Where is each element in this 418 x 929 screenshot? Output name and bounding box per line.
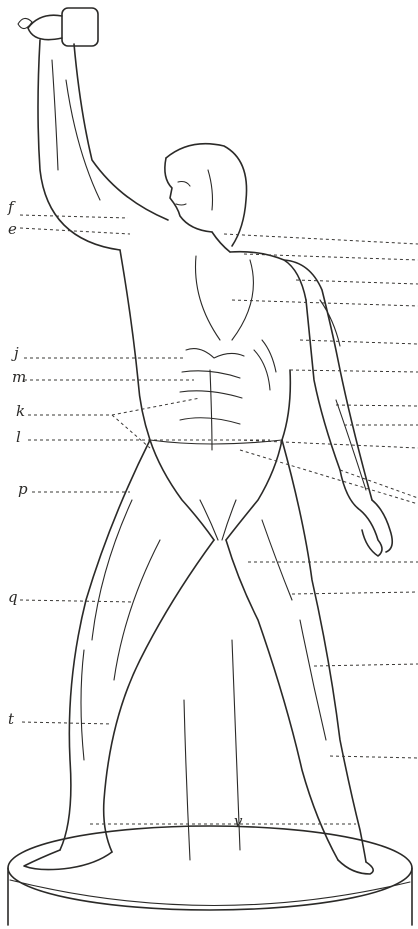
torso	[120, 232, 306, 450]
label-f: f	[8, 200, 14, 215]
head	[165, 144, 247, 246]
label-k: k	[16, 404, 25, 419]
raised-arm	[38, 40, 168, 250]
label-e: e	[8, 222, 17, 237]
label-t: t	[8, 712, 14, 727]
label-j: j	[14, 346, 19, 361]
label-v: v	[234, 814, 242, 829]
pelvis	[150, 440, 282, 540]
label-m: m	[12, 370, 26, 385]
label-p: p	[18, 482, 28, 497]
pedestal	[8, 826, 412, 925]
label-q: q	[8, 590, 18, 605]
leader-lines-right	[224, 234, 418, 758]
left-leg	[226, 440, 373, 874]
leader-lines-left	[20, 215, 356, 824]
dumbbell	[18, 8, 98, 46]
label-l: l	[16, 430, 21, 445]
